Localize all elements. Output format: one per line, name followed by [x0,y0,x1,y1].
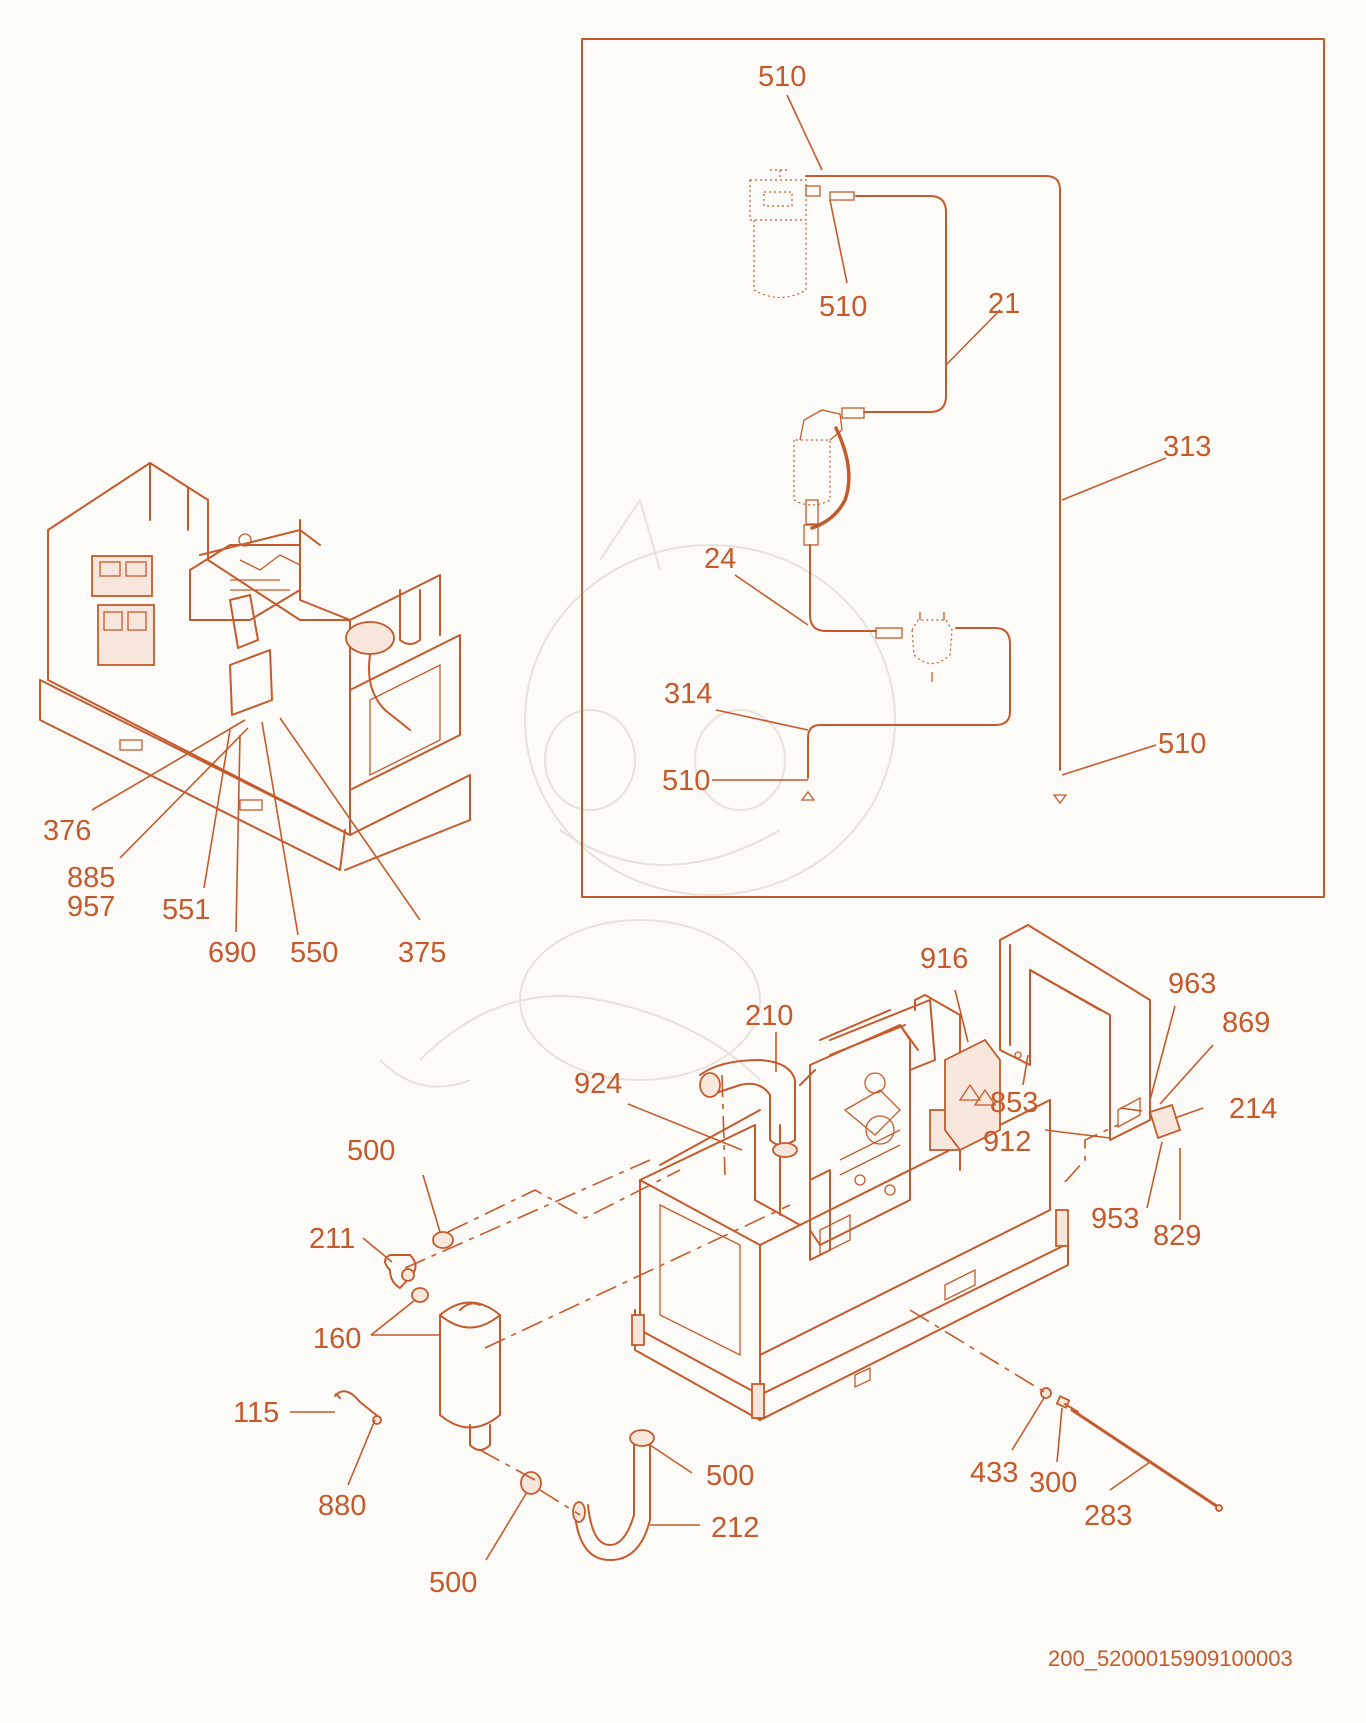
label-21: 21 [988,288,1020,320]
label-500-top: 500 [347,1135,395,1167]
label-551: 551 [162,894,210,926]
label-500-bot: 500 [429,1567,477,1599]
dipstick-parts [1040,1387,1223,1512]
label-953: 953 [1091,1203,1139,1235]
main-leader-lines [290,989,1214,1561]
generator-main-view [631,994,1069,1421]
label-550: 550 [290,937,338,969]
label-924: 924 [574,1068,622,1100]
callout-labels: 510 510 21 313 24 314 510 510 376 885 95… [43,61,1293,1671]
label-885: 885 [67,862,115,894]
generator-enclosed-view [39,462,471,871]
label-963: 963 [1168,968,1216,1000]
label-210: 210 [745,1000,793,1032]
inset-leader-lines [712,94,1167,781]
label-214: 214 [1229,1093,1277,1125]
label-313: 313 [1163,431,1211,463]
label-957: 957 [67,891,115,923]
fuel-system-detail [749,169,1068,805]
label-869: 869 [1222,1007,1270,1039]
label-912: 912 [983,1126,1031,1158]
label-375: 375 [398,937,446,969]
watermark-mascot [379,497,896,1088]
label-510-mid: 510 [819,291,867,323]
label-212: 212 [711,1512,759,1544]
label-24: 24 [704,543,736,575]
label-510-right: 510 [1158,728,1206,760]
label-115: 115 [233,1397,279,1429]
label-433: 433 [970,1457,1018,1489]
label-160: 160 [313,1323,361,1355]
drawing-id: 200_5200015909100003 [1048,1646,1293,1671]
label-829: 829 [1153,1220,1201,1252]
label-510-left: 510 [662,765,710,797]
exhaust-parts [334,1231,655,1561]
label-211: 211 [309,1223,355,1255]
label-283: 283 [1084,1500,1132,1532]
label-510-top: 510 [758,61,806,93]
detail-inset-frame [581,38,1325,898]
label-314: 314 [664,678,712,710]
label-690: 690 [208,937,256,969]
canopy-side-panel [999,924,1182,1141]
label-500-mid: 500 [706,1460,754,1492]
upper-left-leader-lines [91,717,421,936]
label-916: 916 [920,943,968,975]
label-300: 300 [1029,1467,1077,1499]
label-376: 376 [43,815,91,847]
assembly-lines [404,1074,1151,1516]
label-853: 853 [990,1087,1038,1119]
label-880: 880 [318,1490,366,1522]
